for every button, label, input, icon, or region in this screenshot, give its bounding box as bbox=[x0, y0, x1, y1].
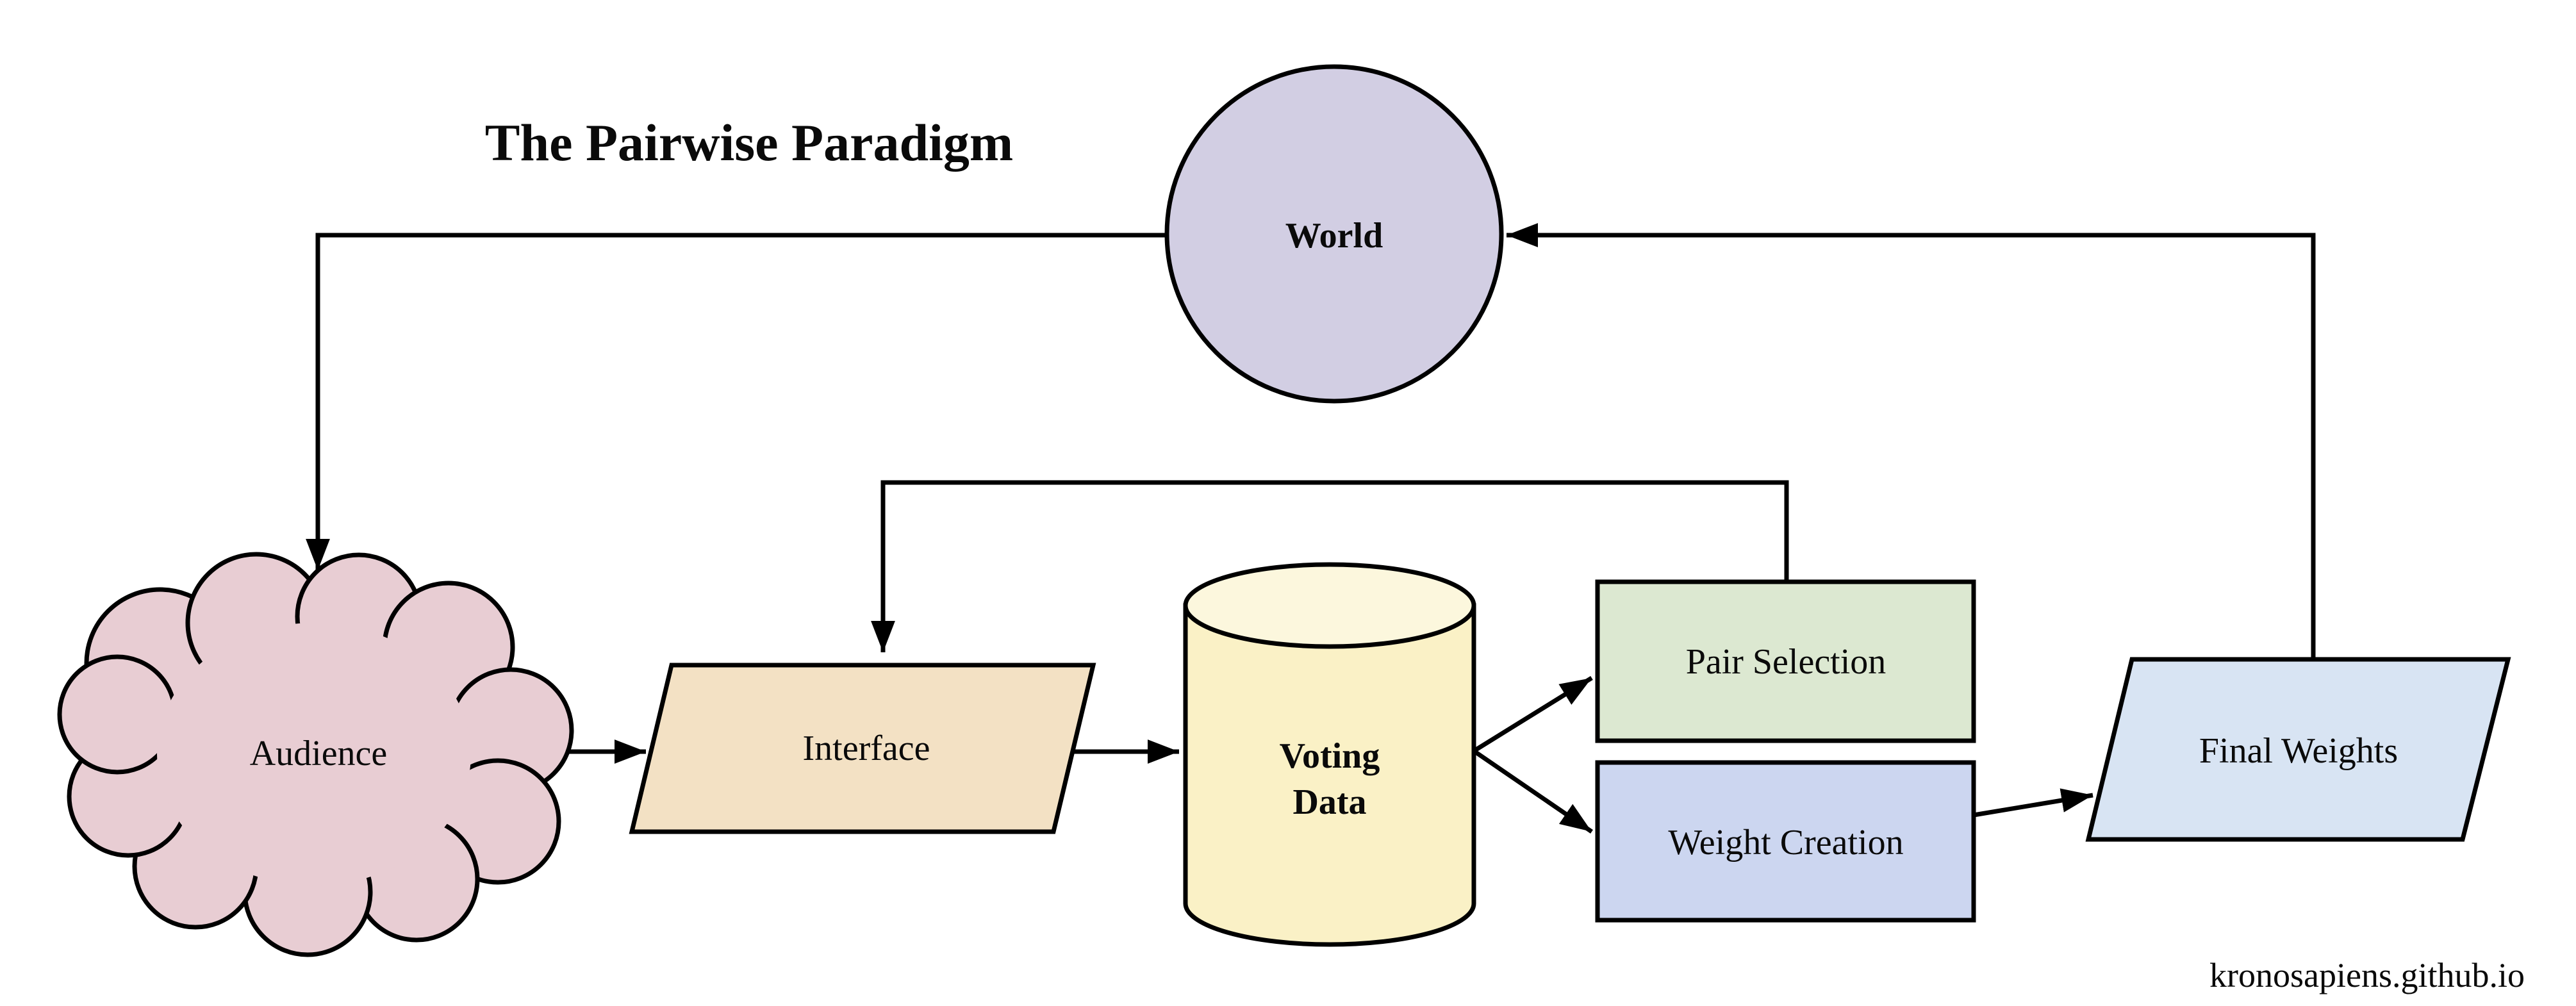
audience-label: Audience bbox=[250, 734, 388, 773]
arrow-weight-creation-to-final-weights bbox=[1973, 788, 2093, 818]
arrow-voting-data-to-pair-selection bbox=[1473, 676, 1593, 753]
weight-creation-node bbox=[1595, 760, 1976, 923]
connectors bbox=[306, 223, 2316, 834]
interface-node bbox=[629, 663, 1096, 834]
audience-cloud-center bbox=[157, 623, 471, 886]
final-weights-label: Final Weights bbox=[2199, 731, 2398, 771]
voting-data-cylinder-top bbox=[1183, 562, 1476, 649]
voting-data-label-line1: Voting bbox=[1280, 736, 1380, 776]
pair-selection-node bbox=[1595, 579, 1976, 743]
arrow-pair-selection-to-interface bbox=[871, 480, 1789, 652]
voting-data-node bbox=[1183, 562, 1476, 947]
interface-label: Interface bbox=[803, 729, 930, 768]
weight-creation-label: Weight Creation bbox=[1668, 823, 1903, 862]
footer-credit: kronosapiens.github.io bbox=[2209, 956, 2525, 994]
voting-data-label-line2: Data bbox=[1292, 782, 1366, 822]
page-title: The Pairwise Paradigm bbox=[485, 113, 1013, 172]
voting-data-cylinder-body bbox=[1183, 603, 1476, 947]
arrow-final-weights-to-world bbox=[1507, 223, 2316, 659]
final-weights-node bbox=[2085, 657, 2511, 842]
arrow-world-to-audience bbox=[306, 233, 1168, 570]
audience-node bbox=[57, 552, 574, 957]
pair-selection-label: Pair Selection bbox=[1686, 642, 1887, 682]
world-node bbox=[1164, 64, 1504, 404]
arrow-voting-data-to-weight-creation bbox=[1473, 749, 1593, 834]
world-label: World bbox=[1285, 216, 1383, 256]
